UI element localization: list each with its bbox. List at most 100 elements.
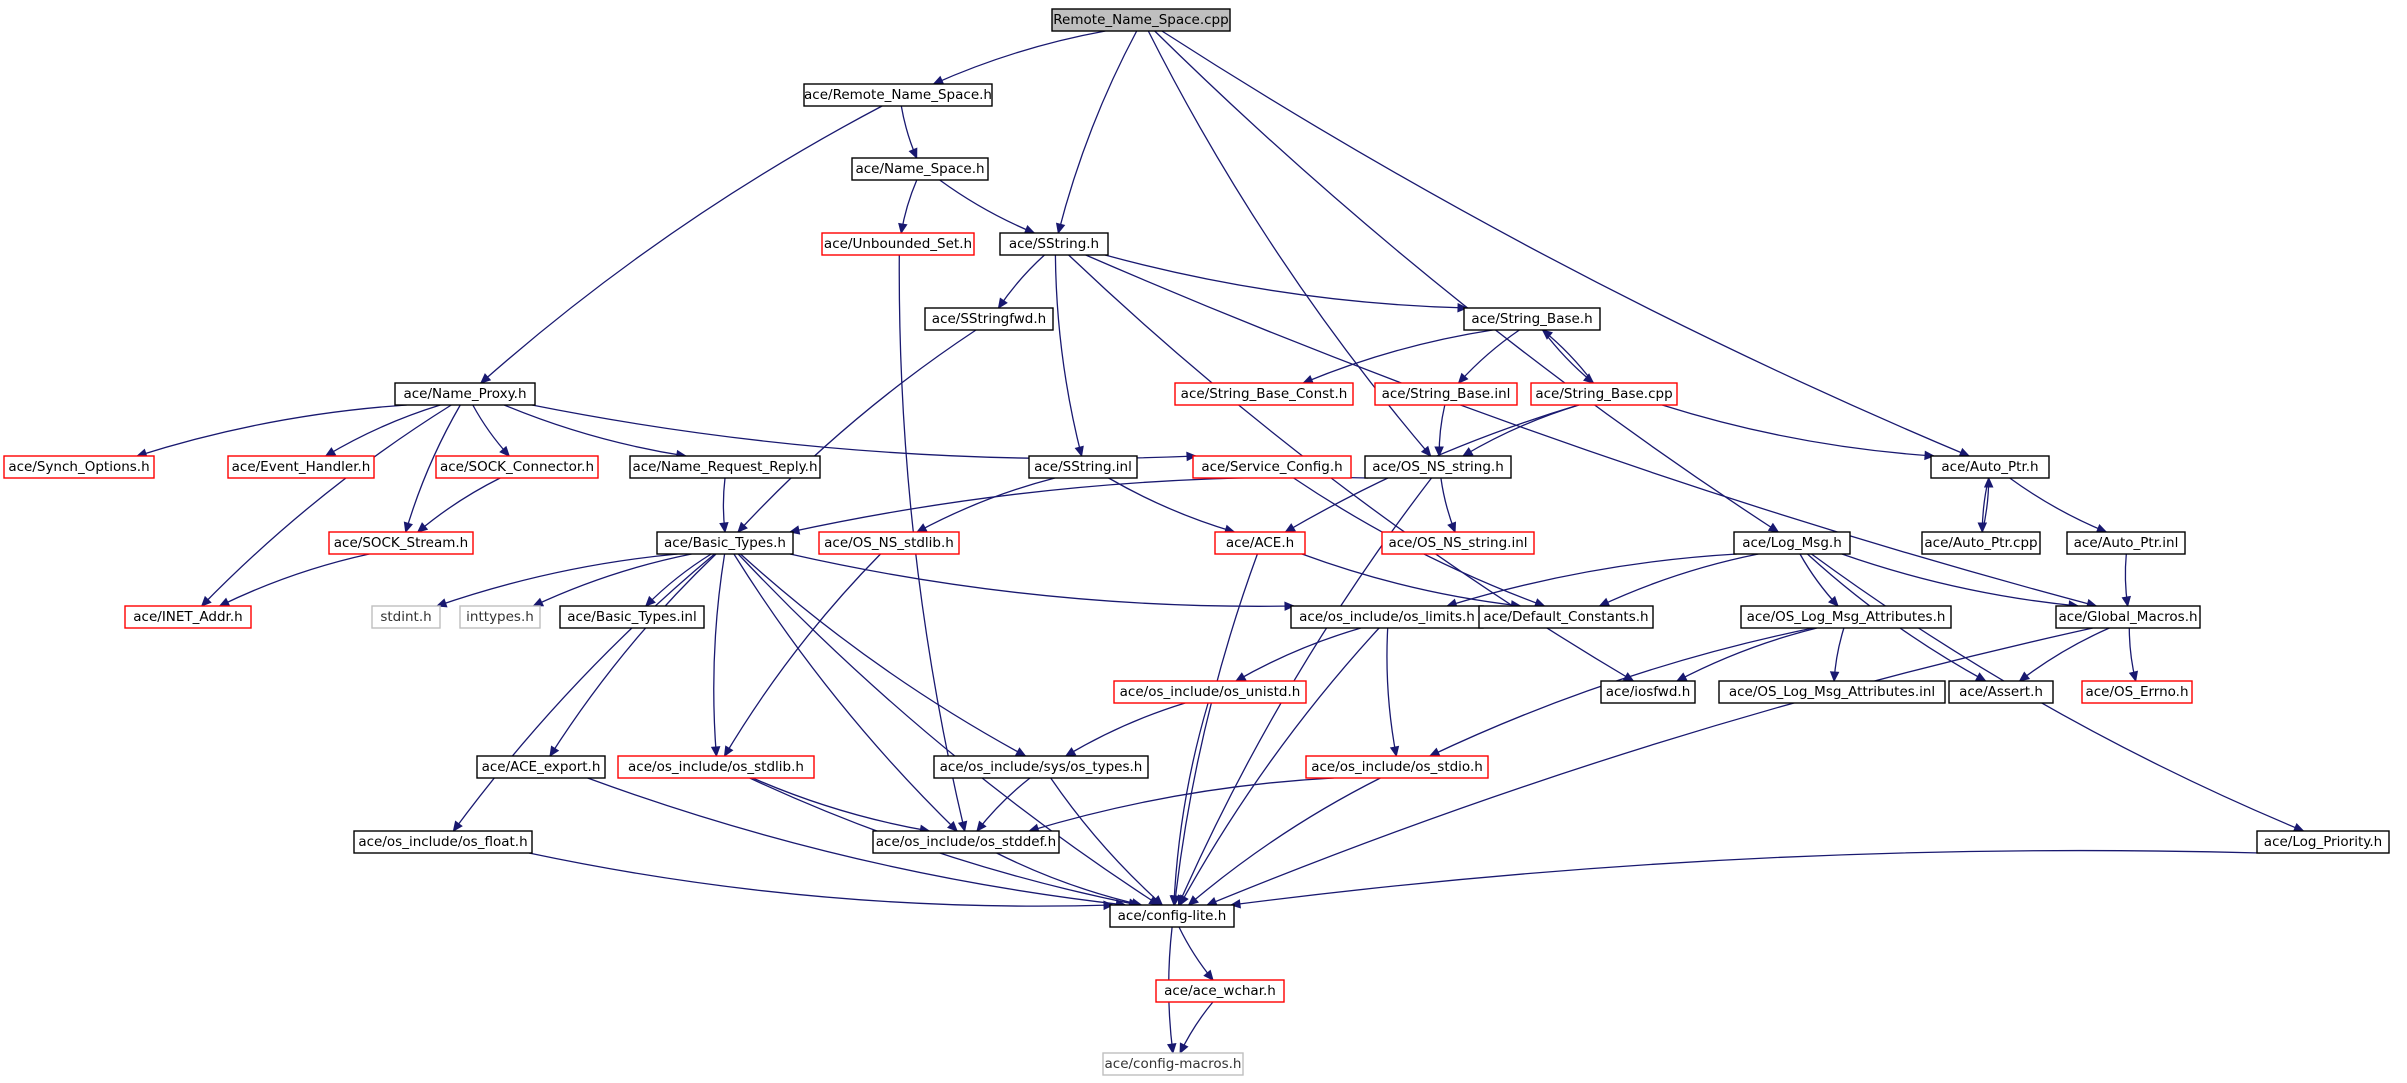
- node-label: ace/iosfwd.h: [1606, 684, 1691, 700]
- node-os-limits-h[interactable]: ace/os_include/os_limits.h: [1290, 605, 1484, 629]
- edge-sstring_h-to-sstringfwd_h: [997, 254, 1045, 309]
- node-auto-ptr-inl[interactable]: ace/Auto_Ptr.inl: [2066, 531, 2186, 555]
- node-box: [656, 531, 794, 555]
- node-string-base-cpp[interactable]: ace/String_Base.cpp: [1530, 382, 1678, 406]
- node-os-log-msg-attributes-inl[interactable]: ace/OS_Log_Msg_Attributes.inl: [1718, 680, 1946, 704]
- arrowhead-os_ns_string_h-to-os_ns_string_inl: [1447, 521, 1457, 534]
- node-basic-types-inl[interactable]: ace/Basic_Types.inl: [559, 605, 705, 629]
- edge-ace_export_h-to-config_lite_h: [587, 777, 1126, 906]
- node-global-macros-h[interactable]: ace/Global_Macros.h: [2055, 605, 2201, 629]
- node-box: [394, 382, 536, 406]
- arrowhead-sock_connector_h-to-sock_stream_h: [416, 522, 429, 533]
- node-os-unistd-h[interactable]: ace/os_include/os_unistd.h: [1113, 680, 1307, 704]
- node-log-priority-h[interactable]: ace/Log_Priority.h: [2256, 830, 2390, 854]
- node-inet-addr-h[interactable]: ace/INET_Addr.h: [124, 605, 252, 629]
- node-stdint-h[interactable]: stdint.h: [371, 605, 441, 629]
- node-synch-options-h[interactable]: ace/Synch_Options.h: [3, 455, 155, 479]
- arrowhead-basic_types_h-to-sys_os_types_h: [1014, 747, 1027, 757]
- node-config-macros-h[interactable]: ace/config-macros.h: [1102, 1052, 1244, 1076]
- node-label: ace/SString.inl: [1034, 459, 1132, 475]
- edge-basic_types_h-to-os_float_h: [452, 553, 716, 832]
- node-os-ns-string-h[interactable]: ace/OS_NS_string.h: [1364, 455, 1512, 479]
- node-label: ace/os_include/sys/os_types.h: [940, 759, 1143, 775]
- node-label: ace/Event_Handler.h: [232, 459, 371, 475]
- node-box: [1740, 605, 1952, 629]
- arrowhead-remote_name_space_cpp-to-remote_name_space_h: [932, 75, 945, 85]
- node-config-lite-h[interactable]: ace/config-lite.h: [1109, 904, 1235, 928]
- node-sstring-inl[interactable]: ace/SString.inl: [1028, 455, 1138, 479]
- node-ace-h[interactable]: ace/ACE.h: [1214, 531, 1306, 555]
- node-os-errno-h[interactable]: ace/OS_Errno.h: [2081, 680, 2193, 704]
- node-label: ace/Basic_Types.h: [664, 535, 786, 551]
- node-string-base-const-h[interactable]: ace/String_Base_Const.h: [1174, 382, 1354, 406]
- node-label: ace/ACE_export.h: [482, 759, 601, 775]
- node-label: ace/Name_Request_Reply.h: [632, 459, 817, 475]
- node-box: [1948, 680, 2054, 704]
- node-string-base-h[interactable]: ace/String_Base.h: [1463, 307, 1601, 331]
- node-label: ace/Log_Priority.h: [2264, 834, 2382, 850]
- node-sstringfwd-h[interactable]: ace/SStringfwd.h: [924, 307, 1054, 331]
- node-auto-ptr-cpp[interactable]: ace/Auto_Ptr.cpp: [1921, 531, 2041, 555]
- node-ace-export-h[interactable]: ace/ACE_export.h: [476, 755, 606, 779]
- edge-name_proxy_h-to-inet_addr_h: [201, 404, 452, 607]
- arrowhead-name_space_h-to-sstring_h: [1023, 224, 1036, 234]
- node-event-handler-h[interactable]: ace/Event_Handler.h: [227, 455, 375, 479]
- edge-os_log_msg_attributes_h-to-iosfwd_h: [1676, 627, 1818, 682]
- node-basic-types-h[interactable]: ace/Basic_Types.h: [656, 531, 794, 555]
- arrowhead-basic_types_h-to-basic_types_inl: [644, 595, 656, 607]
- node-os-stdio-h[interactable]: ace/os_include/os_stdio.h: [1305, 755, 1489, 779]
- node-log-msg-h[interactable]: ace/Log_Msg.h: [1733, 531, 1851, 555]
- node-label: ace/OS_NS_stdlib.h: [824, 535, 954, 551]
- node-name-proxy-h[interactable]: ace/Name_Proxy.h: [394, 382, 536, 406]
- node-name-request-reply-h[interactable]: ace/Name_Request_Reply.h: [629, 455, 821, 479]
- node-sock-connector-h[interactable]: ace/SOCK_Connector.h: [435, 455, 599, 479]
- edge-remote_name_space_cpp-to-sstring_h: [1057, 30, 1138, 234]
- arrowhead-name_proxy_h-to-sock_connector_h: [499, 445, 511, 457]
- node-sstring-h[interactable]: ace/SString.h: [999, 232, 1109, 256]
- node-unbounded-set-h[interactable]: ace/Unbounded_Set.h: [821, 232, 975, 256]
- node-auto-ptr-h[interactable]: ace/Auto_Ptr.h: [1930, 455, 2050, 479]
- node-os-stdlib-h[interactable]: ace/os_include/os_stdlib.h: [617, 755, 815, 779]
- arrowhead-remote_name_space_cpp-to-auto_ptr_h: [1958, 447, 1971, 457]
- node-sys-os-types-h[interactable]: ace/os_include/sys/os_types.h: [933, 755, 1149, 779]
- node-os-ns-stdlib-h[interactable]: ace/OS_NS_stdlib.h: [818, 531, 960, 555]
- arrowhead-basic_types_h-to-ace_export_h: [549, 745, 560, 758]
- node-box: [2256, 830, 2390, 854]
- edge-basic_types_h-to-os_stddef_h: [733, 553, 958, 832]
- node-os-ns-string-inl[interactable]: ace/OS_NS_string.inl: [1381, 531, 1535, 555]
- node-os-log-msg-attributes-h[interactable]: ace/OS_Log_Msg_Attributes.h: [1740, 605, 1952, 629]
- node-label: ace/Unbounded_Set.h: [824, 236, 972, 252]
- edge-remote_name_space_cpp-to-auto_ptr_h: [1161, 30, 1970, 457]
- node-box: [1530, 382, 1678, 406]
- arrowhead-sock_stream_h-to-inet_addr_h: [218, 597, 231, 607]
- node-remote-name-space-h[interactable]: ace/Remote_Name_Space.h: [803, 83, 993, 107]
- node-box: [1718, 680, 1946, 704]
- edge-sys_os_types_h-to-config_lite_h: [1050, 777, 1163, 906]
- node-label: inttypes.h: [466, 609, 534, 625]
- node-ace-wchar-h[interactable]: ace/ace_wchar.h: [1155, 979, 1285, 1003]
- node-service-config-h[interactable]: ace/Service_Config.h: [1192, 455, 1352, 479]
- node-name-space-h[interactable]: ace/Name_Space.h: [851, 157, 989, 181]
- edge-name_proxy_h-to-synch_options_h: [137, 404, 407, 457]
- edge-name_proxy_h-to-sock_stream_h: [405, 404, 461, 533]
- edge-sstring_h-to-global_macros_h: [1085, 254, 2097, 607]
- node-sock-stream-h[interactable]: ace/SOCK_Stream.h: [328, 531, 474, 555]
- node-inttypes-h[interactable]: inttypes.h: [459, 605, 541, 629]
- node-string-base-inl[interactable]: ace/String_Base.inl: [1374, 382, 1518, 406]
- node-os-float-h[interactable]: ace/os_include/os_float.h: [353, 830, 533, 854]
- node-assert-h[interactable]: ace/Assert.h: [1948, 680, 2054, 704]
- edge-sstring_h-to-sstring_inl: [1054, 254, 1083, 457]
- arrowhead-ace_wchar_h-to-config_macros_h: [1179, 1042, 1189, 1055]
- node-iosfwd-h[interactable]: ace/iosfwd.h: [1600, 680, 1696, 704]
- node-remote-name-space-cpp[interactable]: Remote_Name_Space.cpp: [1051, 8, 1231, 32]
- edge-name_space_h-to-sstring_h: [939, 179, 1035, 234]
- arrowhead-name_proxy_h-to-inet_addr_h: [200, 595, 212, 607]
- edge-basic_types_h-to-ace_export_h: [549, 553, 717, 757]
- arrowhead-remote_name_space_cpp-to-log_msg_h: [1767, 522, 1780, 533]
- edge-os_float_h-to-config_lite_h: [528, 852, 1114, 907]
- node-default-constants-h[interactable]: ace/Default_Constants.h: [1478, 605, 1654, 629]
- edge-sstring_h-to-string_base_h: [1104, 254, 1468, 309]
- arrowhead-sys_os_types_h-to-config_lite_h: [1152, 895, 1164, 906]
- node-os-stddef-h[interactable]: ace/os_include/os_stddef.h: [872, 830, 1060, 854]
